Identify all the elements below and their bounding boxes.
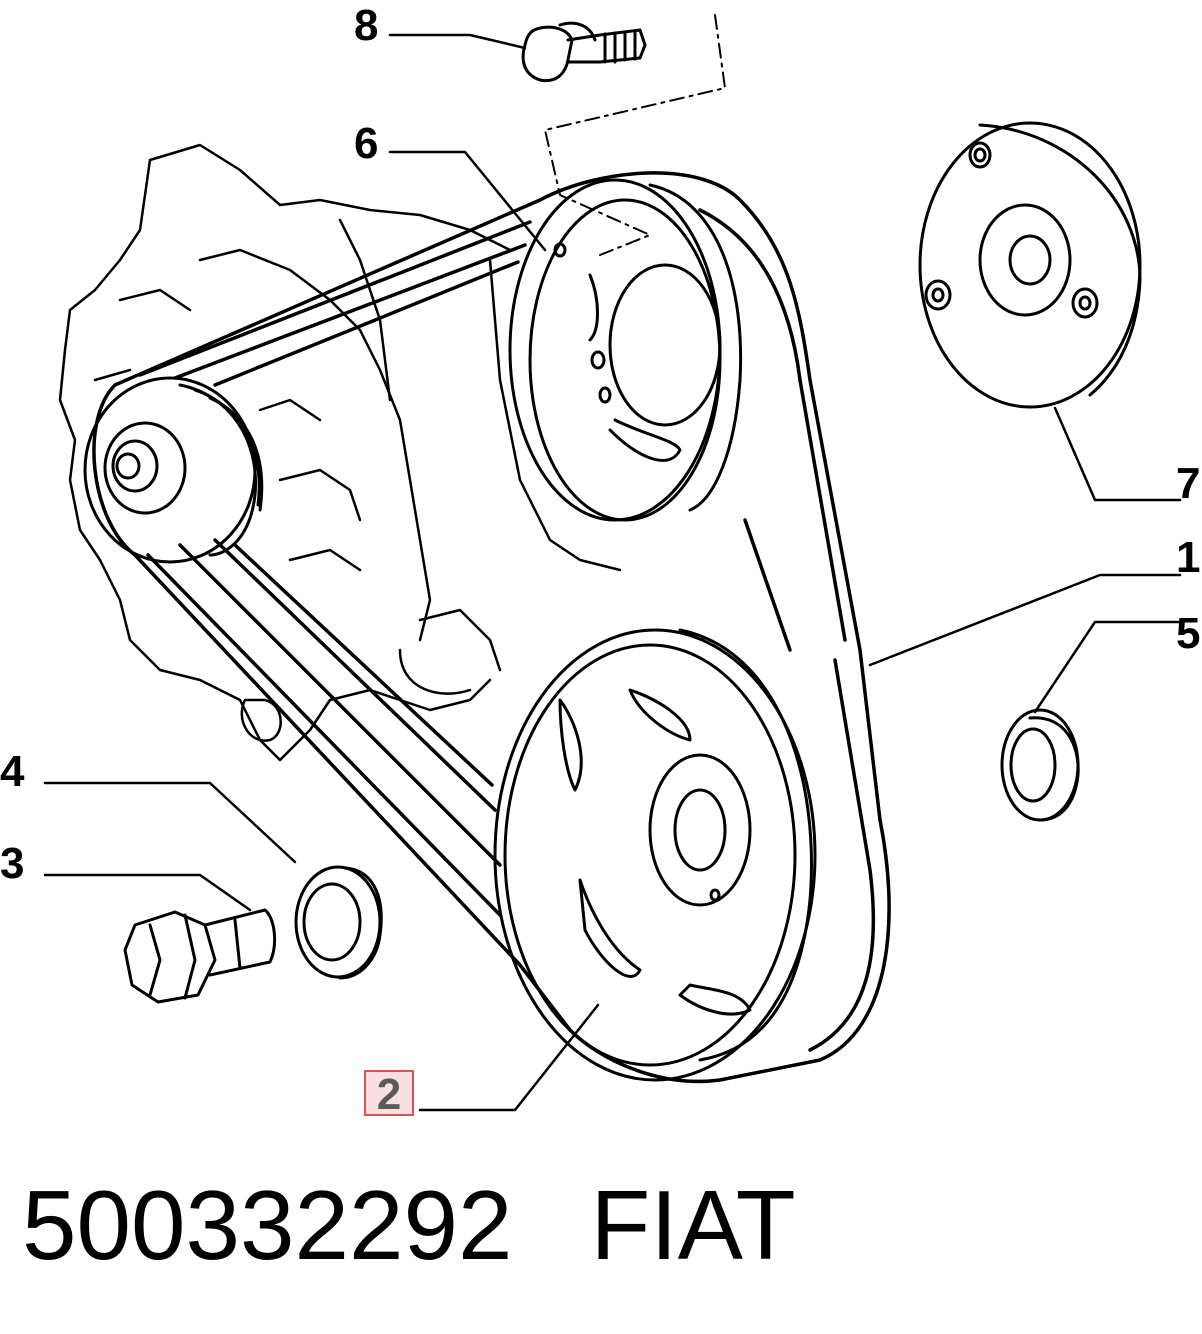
part-caption: 500332292 FIAT (22, 1170, 796, 1280)
callout-2-highlighted[interactable]: 2 (364, 1070, 414, 1118)
alternator-pulley (83, 376, 264, 564)
callout-3: 3 (0, 839, 25, 888)
crankshaft-pulley (493, 628, 817, 1082)
hub-plate (918, 121, 1142, 409)
bolt-item-3 (123, 908, 277, 1004)
callout-7: 7 (1176, 459, 1201, 508)
bolt-item-8 (521, 21, 647, 83)
callout-6: 6 (354, 119, 379, 168)
ribbed-belt (92, 171, 891, 1084)
callout-5: 5 (1176, 609, 1201, 658)
callout-4: 4 (0, 747, 25, 796)
part-number: 500332292 (22, 1170, 513, 1280)
upper-pulley (508, 178, 743, 522)
bolt-guide-line (544, 14, 726, 256)
brand-name: FIAT (590, 1170, 796, 1280)
washer-item-5 (1000, 708, 1080, 822)
callout-1: 1 (1176, 533, 1201, 582)
callout-8: 8 (354, 1, 379, 50)
leader-lines (43, 33, 1182, 1112)
washer-item-4 (294, 865, 383, 980)
